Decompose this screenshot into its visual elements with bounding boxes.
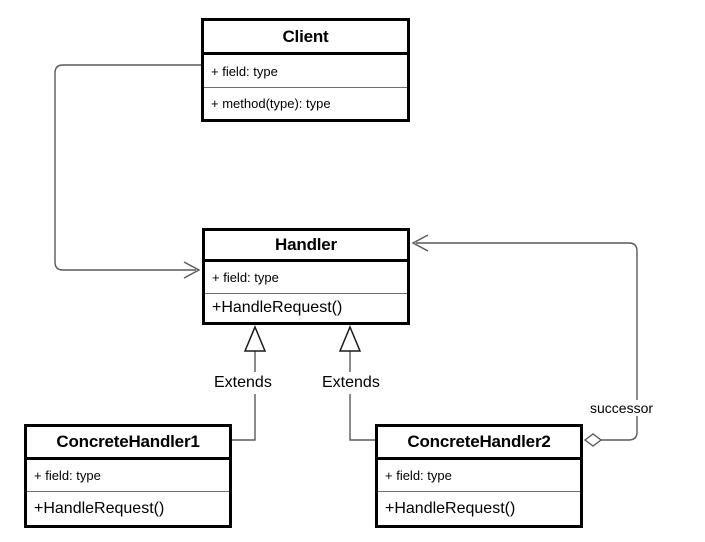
arrowhead-successor: [411, 234, 429, 252]
concretehandler2-field-row: + field: type: [378, 460, 580, 492]
concretehandler1-field-row: + field: type: [27, 460, 229, 492]
edge-label-extends-left: Extends: [212, 374, 274, 392]
client-field-row: + field: type: [204, 55, 407, 88]
uml-class-handler[interactable]: Handler + field: type +HandleRequest(): [202, 228, 410, 325]
edge-successor: [416, 242, 638, 441]
uml-class-concretehandler2[interactable]: ConcreteHandler2 + field: type +HandleRe…: [375, 424, 583, 528]
concretehandler1-class-name: ConcreteHandler1: [27, 427, 229, 460]
concretehandler2-method-row: +HandleRequest(): [385, 499, 516, 517]
client-class-name: Client: [204, 21, 407, 55]
generalization-triangle-right-icon: [338, 325, 362, 352]
uml-class-client[interactable]: Client + field: type + method(type): typ…: [201, 18, 410, 122]
client-method-row: + method(type): type: [211, 96, 331, 111]
generalization-triangle-left-icon: [243, 325, 267, 352]
arrowhead-client-to-handler: [183, 261, 201, 279]
handler-class-name: Handler: [205, 231, 407, 262]
edge-extends-left: [232, 394, 256, 441]
concretehandler2-class-name: ConcreteHandler2: [378, 427, 580, 460]
edge-label-extends-right: Extends: [320, 374, 382, 392]
edge-client-to-handler: [54, 64, 201, 271]
edge-extends-right: [349, 394, 375, 441]
handler-method-row: +HandleRequest(): [212, 299, 343, 316]
edge-label-successor: successor: [588, 400, 656, 416]
handler-field-row: + field: type: [205, 262, 407, 294]
concretehandler1-method-row: +HandleRequest(): [34, 499, 165, 517]
aggregation-diamond-icon: [583, 433, 603, 447]
uml-class-concretehandler1[interactable]: ConcreteHandler1 + field: type +HandleRe…: [24, 424, 232, 528]
